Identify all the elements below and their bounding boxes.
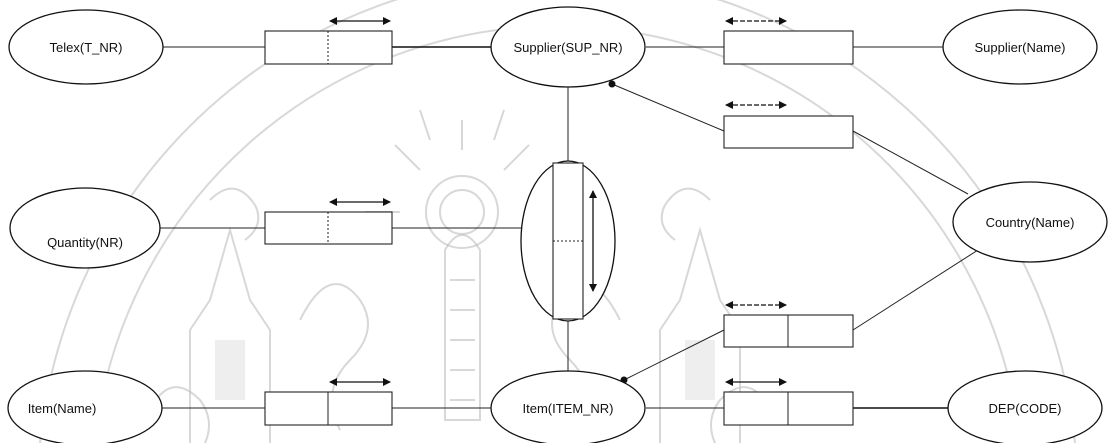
relation-box-suppliername: [724, 31, 853, 64]
node-dep-code: DEP(CODE): [948, 371, 1102, 443]
node-label: Supplier(SUP_NR): [513, 40, 622, 55]
node-supplier-name: Supplier(Name): [943, 10, 1097, 84]
join-dot-supplier: [609, 81, 616, 88]
node-label: Supplier(Name): [974, 40, 1065, 55]
node-label: Item(ITEM_NR): [523, 401, 614, 416]
node-label: Telex(T_NR): [50, 40, 123, 55]
edge-box4-country: [853, 250, 978, 330]
relation-box-country-supplier: [724, 116, 853, 148]
node-supplier-sup-nr: Supplier(SUP_NR): [491, 7, 645, 87]
edge-supplier-box3: [612, 84, 724, 131]
node-label: DEP(CODE): [989, 401, 1062, 416]
edge-box3-country: [853, 131, 968, 194]
node-label: Quantity(NR): [47, 235, 123, 250]
node-item-name: Item(Name): [8, 371, 162, 443]
node-item-item-nr: Item(ITEM_NR): [491, 371, 645, 443]
node-label: Country(Name): [986, 215, 1075, 230]
node-telex: Telex(T_NR): [9, 10, 163, 84]
node-quantity: Quantity(NR): [10, 188, 160, 268]
ternary-relation-group: [521, 161, 615, 321]
node-country: Country(Name): [953, 182, 1107, 262]
node-label: Item(Name): [28, 401, 97, 416]
